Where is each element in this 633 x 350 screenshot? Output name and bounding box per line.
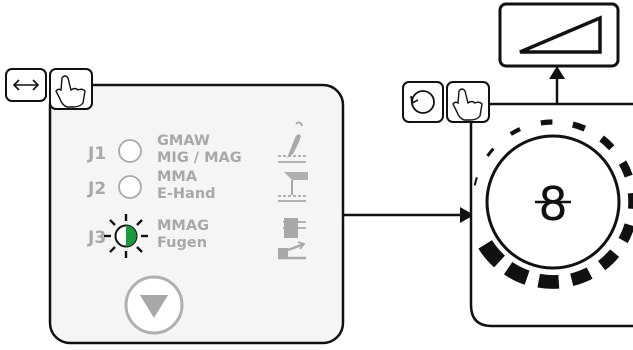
- mode-selector-hint: [5, 68, 93, 110]
- scale-segment: [618, 160, 633, 178]
- electrode-holder-icon: [278, 172, 308, 202]
- scale-segment: [537, 273, 560, 289]
- scale-segment: [473, 176, 478, 186]
- scale-segment: [570, 267, 593, 287]
- triangle-down-icon: [140, 295, 168, 318]
- down-button[interactable]: [124, 275, 184, 335]
- ramp-triangle-icon: [519, 15, 602, 54]
- mode-led: [114, 224, 138, 248]
- scale-segment: [503, 261, 530, 285]
- mode-label-line2: E-Hand: [157, 186, 216, 202]
- rotate-icon: [402, 81, 444, 123]
- scale-segment: [509, 127, 521, 136]
- mode-label-line2: MIG / MAG: [157, 150, 242, 166]
- mig-torch-icon: [278, 121, 306, 163]
- mode-label-line1: MMA: [157, 169, 198, 185]
- mode-label-line1: GMAW: [157, 133, 210, 149]
- mode-id: J2: [87, 179, 106, 199]
- scale-segment: [571, 121, 587, 132]
- knob-hint: [402, 81, 490, 123]
- mode-j1[interactable]: J1 GMAW MIG / MAG: [87, 133, 242, 166]
- scale-segment: [599, 135, 615, 151]
- scale-segment: [486, 147, 495, 157]
- scale-segment: [478, 239, 506, 268]
- led-rays: [104, 214, 148, 258]
- connector-arrow: [343, 207, 474, 223]
- ramp-display: [498, 2, 620, 68]
- mode-id: J1: [87, 144, 106, 164]
- mode-id: J3: [87, 228, 106, 248]
- mode-label-line1: MMAG: [157, 218, 209, 234]
- mode-j3[interactable]: J3 MMAG Fugen: [87, 214, 209, 258]
- scale-segment: [540, 119, 553, 126]
- scale-segment: [618, 223, 633, 244]
- mode-label-line2: Fugen: [157, 235, 207, 251]
- scale-segment: [597, 249, 620, 271]
- mode-led: [118, 139, 142, 163]
- mode-led: [118, 175, 142, 199]
- display-arrow: [549, 66, 565, 104]
- mode-panel: [48, 83, 345, 345]
- mode-j2[interactable]: J2 MMA E-Hand: [87, 169, 216, 202]
- knob-scale: [473, 119, 633, 289]
- control-knob[interactable]: 8: [485, 134, 621, 270]
- knob-symbol: 8: [538, 177, 567, 231]
- gouging-torch-icon: [278, 218, 306, 260]
